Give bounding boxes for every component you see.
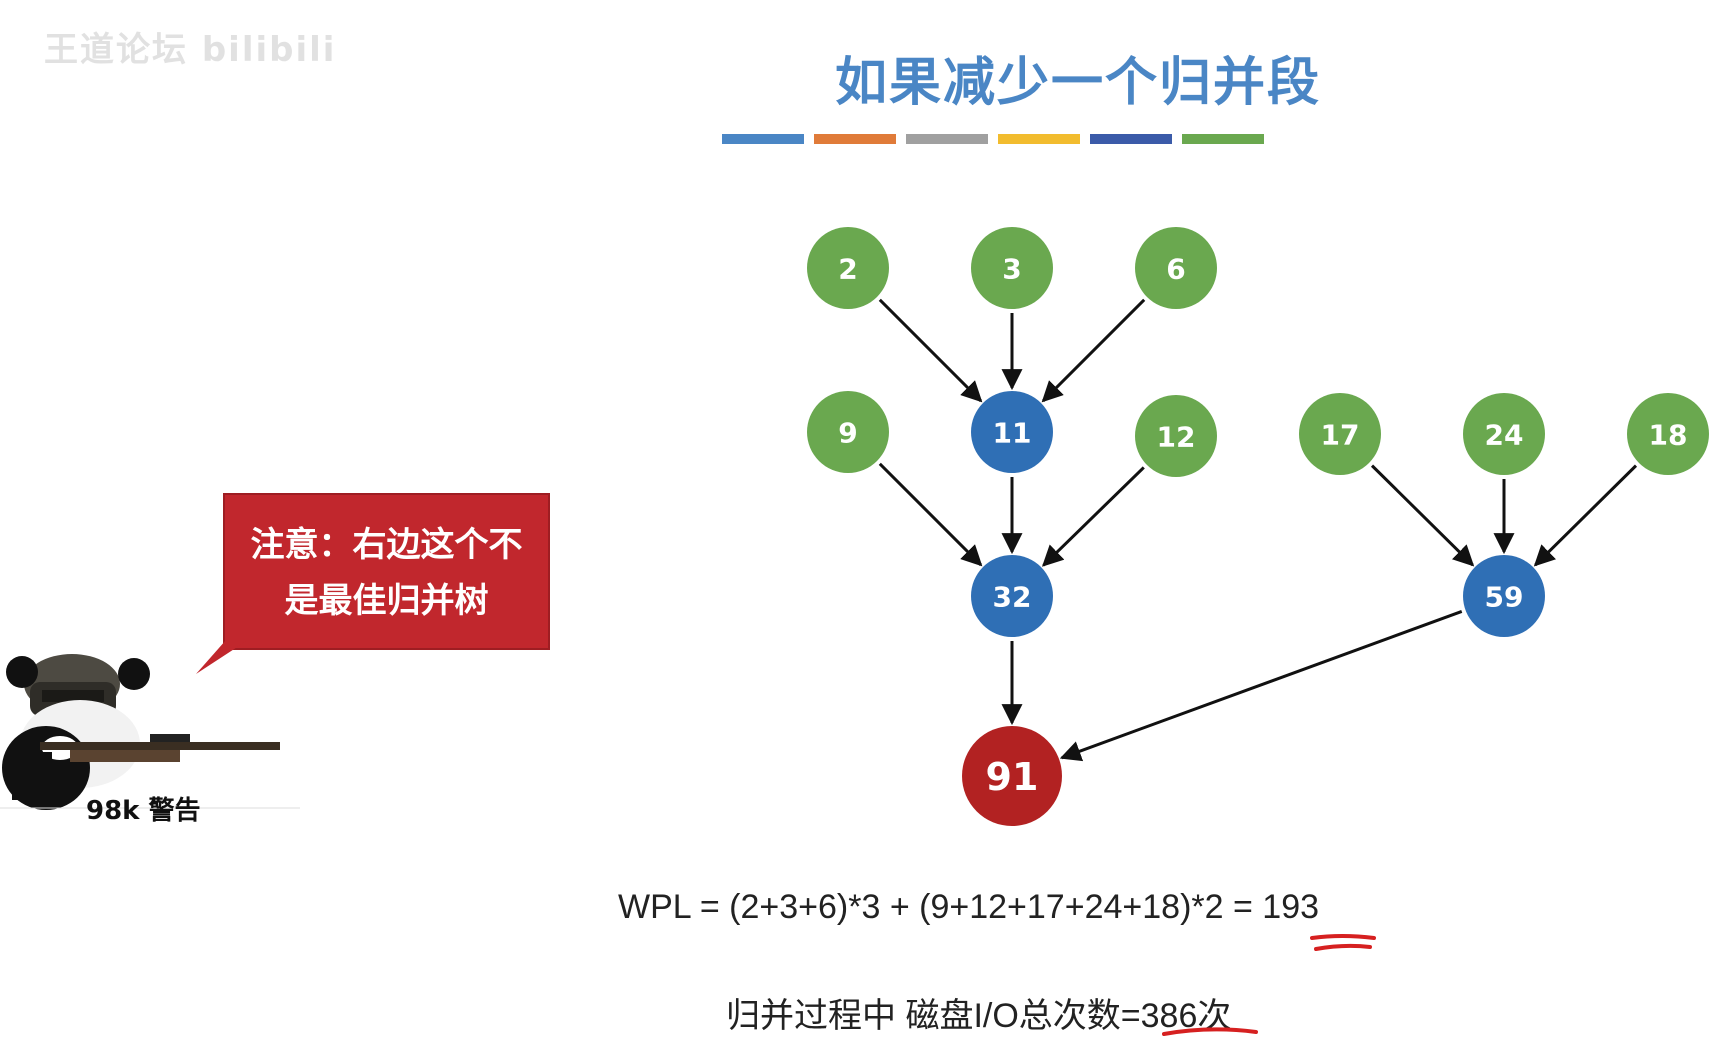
watermark: 王道论坛 bilibili [44,30,337,70]
edge-n18-n59 [1533,464,1638,567]
edge-n2-n11 [878,298,983,403]
tree-node-label: 91 [986,755,1039,799]
tree-node-circle [971,391,1053,473]
tree-node-circle [807,227,889,309]
tree-node-circle [807,391,889,473]
tree-node-circle [1463,393,1545,475]
tree-node-17: 17 [1299,393,1381,475]
edge-n6-n11 [1041,298,1146,403]
title-color-bar-6 [1182,134,1264,144]
callout-tail [196,640,248,674]
tree-node-circle [1463,555,1545,637]
slide-title-wrap: 如果减少一个归并段 [0,40,1736,115]
tree-node-circle [1135,395,1217,477]
io-underline [1162,1027,1258,1036]
tree-node-label: 32 [993,581,1032,614]
tree-node-circle [971,555,1053,637]
tree-node-9: 9 [807,391,889,473]
rifle-icon [40,742,280,750]
wpl-underline [1310,934,1376,951]
tree-node-label: 3 [1002,253,1021,286]
tree-node-3: 3 [971,227,1053,309]
warning-callout: 注意：右边这个不 是最佳归并树 [223,493,550,650]
callout-line-2: 是最佳归并树 [284,581,489,621]
sticker-caption: 98k 警告 [86,796,201,826]
io-value: 386 [1140,997,1198,1035]
tree-node-label: 9 [838,417,857,450]
tree-node-91: 91 [962,726,1062,826]
sticker-image [0,654,300,810]
slide-title: 如果减少一个归并段 [834,53,1321,113]
tree-node-6: 6 [1135,227,1217,309]
title-color-bar-2 [814,134,896,144]
tree-node-circle [962,726,1062,826]
tree-node-circle [1135,227,1217,309]
wpl-formula-text: WPL = (2+3+6)*3 + (9+12+17+24+18)*2 = [618,888,1263,926]
tree-edges [878,298,1638,762]
title-color-bar-1 [722,134,804,144]
tree-nodes: 2 3 6 9 11 12 17 24 18 32 59 91 [807,227,1709,826]
tree-node-label: 11 [993,417,1032,450]
tree-node-18: 18 [1627,393,1709,475]
tree-node-label: 24 [1485,419,1524,452]
tree-node-12: 12 [1135,395,1217,477]
title-color-bar-3 [906,134,988,144]
tree-node-label: 17 [1321,419,1360,452]
edge-n9-n32 [878,462,983,567]
title-color-bars [722,134,1264,144]
edge-n17-n59 [1370,464,1475,567]
tree-node-circle [971,227,1053,309]
tree-node-24: 24 [1463,393,1545,475]
io-count-text: 归并过程中 磁盘I/O总次数=386次 [726,988,1231,1037]
tree-node-circle [1627,393,1709,475]
tree-node-label: 59 [1485,581,1524,614]
callout-line-1: 注意：右边这个不 [250,525,523,565]
tree-node-11: 11 [971,391,1053,473]
tree-node-32: 32 [971,555,1053,637]
tree-node-label: 6 [1166,253,1185,286]
tree-node-label: 2 [838,253,857,286]
title-color-bar-5 [1090,134,1172,144]
wpl-formula: WPL = (2+3+6)*3 + (9+12+17+24+18)*2 = 19… [618,888,1319,927]
tree-node-2: 2 [807,227,889,309]
tree-node-label: 12 [1157,421,1196,454]
io-prefix: 归并过程中 磁盘I/O总次数= [726,997,1141,1035]
tree-node-label: 18 [1649,419,1688,452]
edge-n59-n91 [1059,610,1463,762]
edge-n12-n32 [1041,466,1145,567]
tree-node-circle [1299,393,1381,475]
wpl-value: 193 [1262,888,1320,926]
tree-node-59: 59 [1463,555,1545,637]
title-color-bar-4 [998,134,1080,144]
